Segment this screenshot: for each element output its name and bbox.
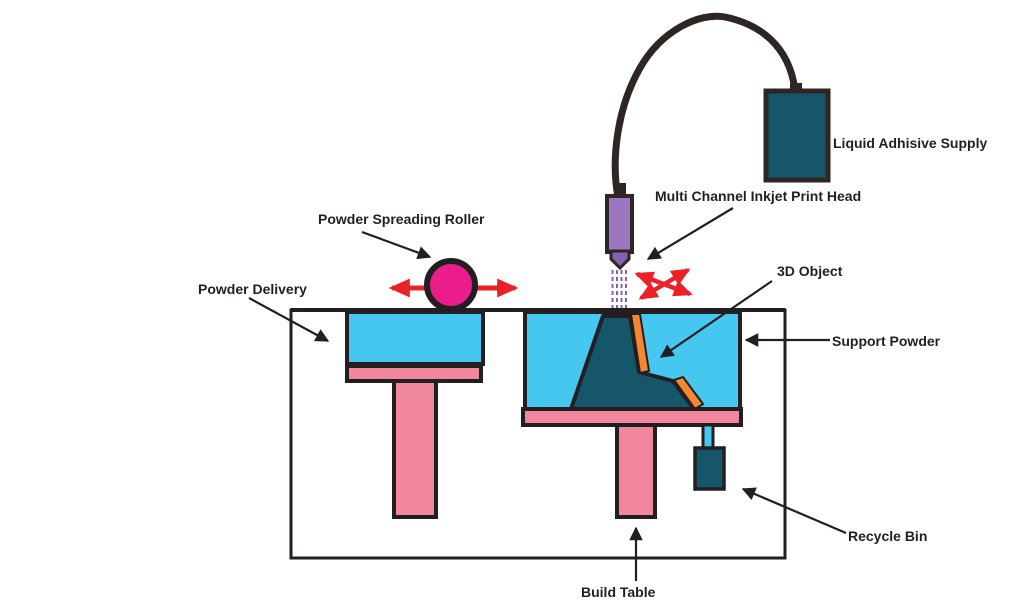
label-liquid-adhesive-supply: Liquid Adhisive Supply [833, 135, 987, 151]
recycle-bin-box [693, 446, 726, 491]
label-3d-object: 3D Object [777, 263, 843, 279]
powder-spreading-roller [424, 258, 478, 312]
arrow-recycle-bin-label [741, 487, 847, 535]
print-head-nozzle [609, 249, 631, 271]
powder-delivery-chamber [345, 310, 485, 366]
label-recycle-bin: Recycle Bin [848, 528, 927, 544]
arrow-roller-label [361, 230, 432, 260]
label-support-powder: Support Powder [832, 333, 941, 349]
label-powder-delivery: Powder Delivery [198, 281, 307, 297]
binder-layer-strip-upper [629, 313, 651, 375]
build-piston-rod [615, 423, 657, 519]
arrow-powder-delivery-label [248, 297, 330, 342]
recycle-pipe [701, 423, 715, 451]
delivery-piston-plate [345, 364, 483, 383]
arrow-print-head-label [646, 207, 734, 260]
delivery-piston-rod [392, 379, 438, 519]
xy-motion-arrows [634, 268, 693, 300]
binder-layer-strip-lower [672, 375, 705, 411]
label-inkjet-print-head: Multi Channel Inkjet Print Head [655, 188, 861, 204]
leader-arrows [248, 207, 847, 581]
binder-spray-lines [611, 270, 627, 308]
arrow-3d-object-label [659, 280, 773, 358]
label-powder-spreading-roller: Powder Spreading Roller [318, 211, 485, 227]
build-table-plate [521, 407, 743, 427]
adhesive-supply-tube [611, 12, 799, 201]
label-build-table: Build Table [581, 584, 656, 600]
print-head-body [605, 194, 634, 254]
liquid-adhesive-supply-tank [763, 88, 831, 183]
